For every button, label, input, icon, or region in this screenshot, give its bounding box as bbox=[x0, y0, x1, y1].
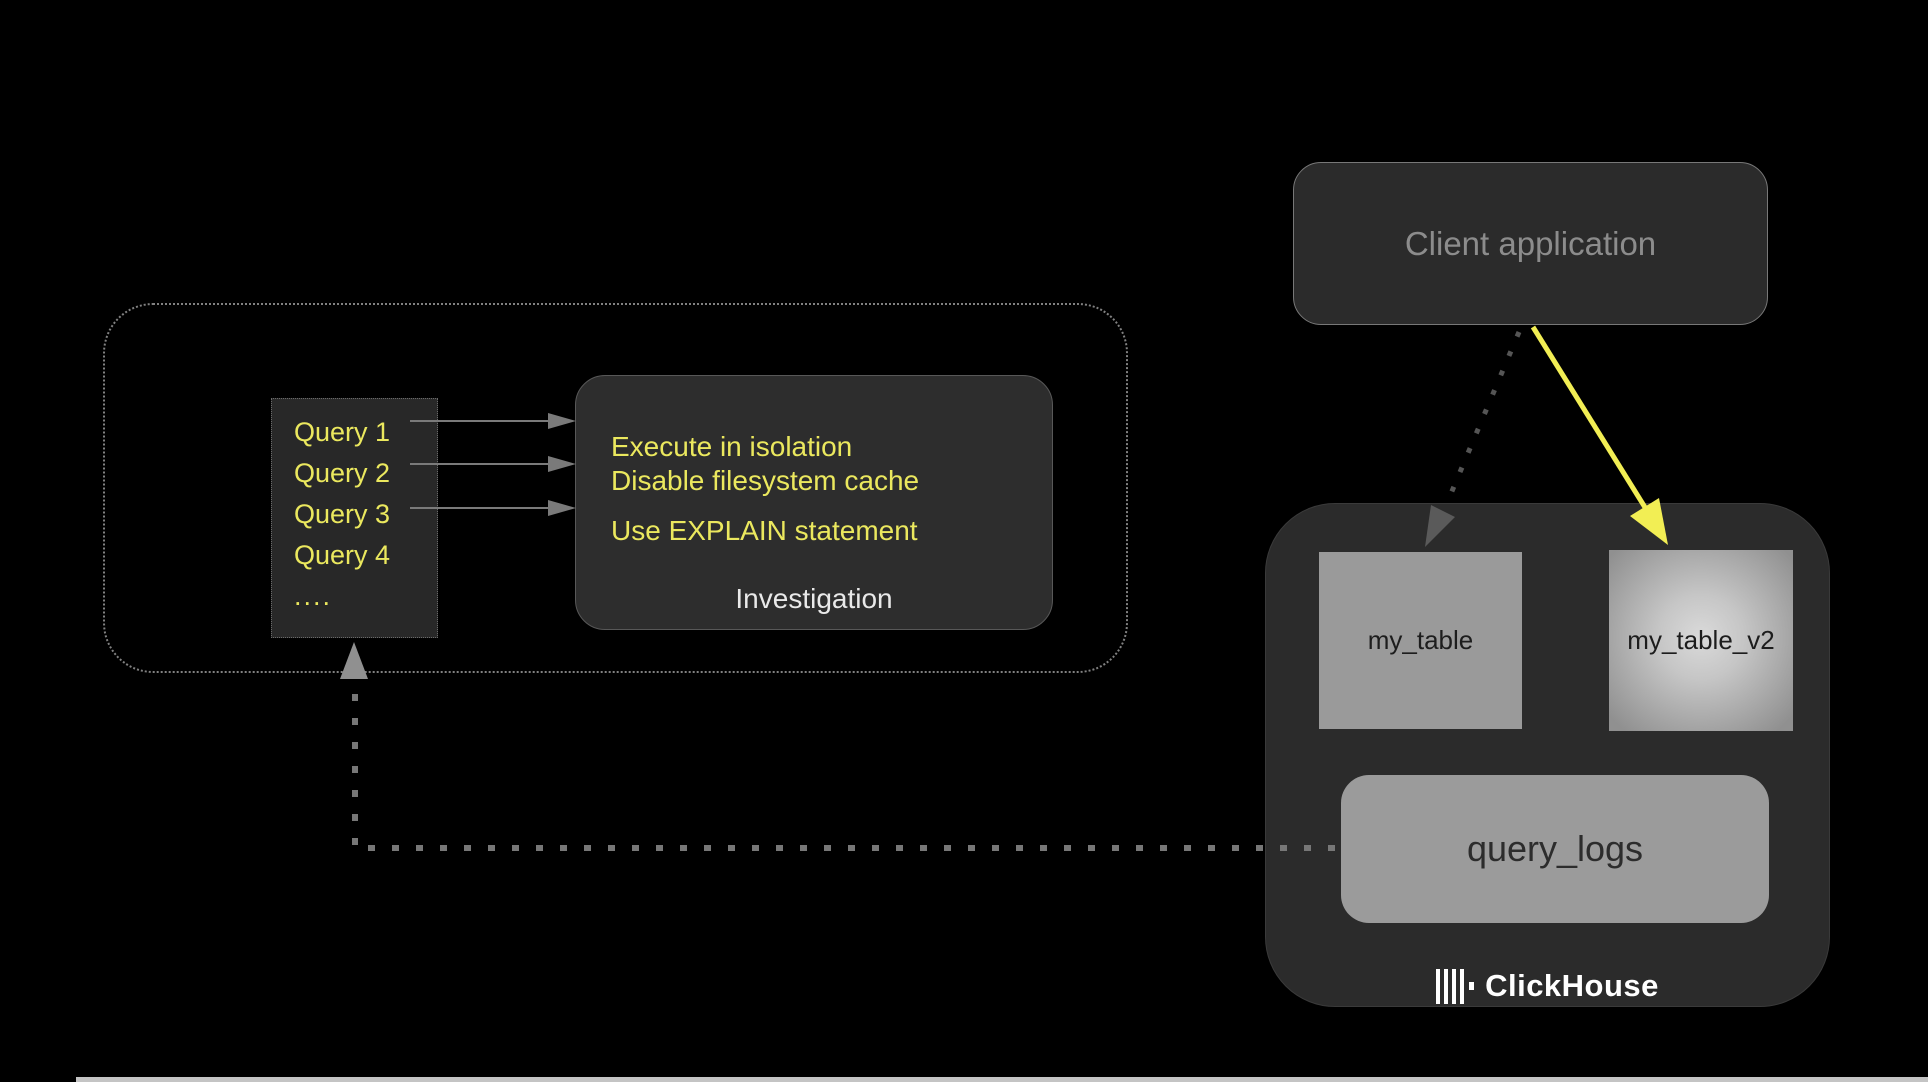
investigation-step-isolation: Execute in isolation bbox=[611, 431, 853, 462]
my-table-v2-label: my_table_v2 bbox=[1627, 625, 1775, 655]
clickhouse-brand-name: ClickHouse bbox=[1485, 968, 1659, 1003]
query-item-3: Query 3 bbox=[294, 499, 391, 529]
client-application-box: Client application bbox=[1293, 162, 1768, 325]
window-bottom-strip bbox=[76, 1077, 1928, 1082]
investigation-title: Investigation bbox=[735, 583, 893, 614]
investigation-step-explain: Use EXPLAIN statement bbox=[611, 515, 918, 546]
clickhouse-container: my_table my_table_v2 query_logs ClickHou… bbox=[1265, 503, 1830, 1007]
query-logs-box: query_logs bbox=[1341, 775, 1769, 923]
my-table-v2-box: my_table_v2 bbox=[1609, 550, 1793, 731]
clickhouse-logo-icon bbox=[1436, 968, 1475, 1004]
investigation-step-cache: Disable filesystem cache bbox=[611, 465, 920, 496]
query-item-ellipsis: .... bbox=[294, 581, 333, 611]
clickhouse-brand: ClickHouse bbox=[1266, 968, 1829, 1004]
query-logs-label: query_logs bbox=[1466, 828, 1644, 869]
query-list-box: Query 1 Query 2 Query 3 Query 4 .... bbox=[271, 398, 438, 638]
investigation-zone-frame bbox=[103, 303, 1128, 673]
query-item-4: Query 4 bbox=[294, 540, 391, 570]
client-application-label: Client application bbox=[1404, 224, 1657, 262]
dotted-path-query-logs-to-queries bbox=[340, 642, 1338, 851]
query-item-1: Query 1 bbox=[294, 417, 391, 447]
my-table-label: my_table bbox=[1367, 625, 1474, 655]
query-item-2: Query 2 bbox=[294, 458, 391, 488]
investigation-box: Execute in isolation Disable filesystem … bbox=[575, 375, 1053, 630]
my-table-box: my_table bbox=[1319, 552, 1522, 729]
